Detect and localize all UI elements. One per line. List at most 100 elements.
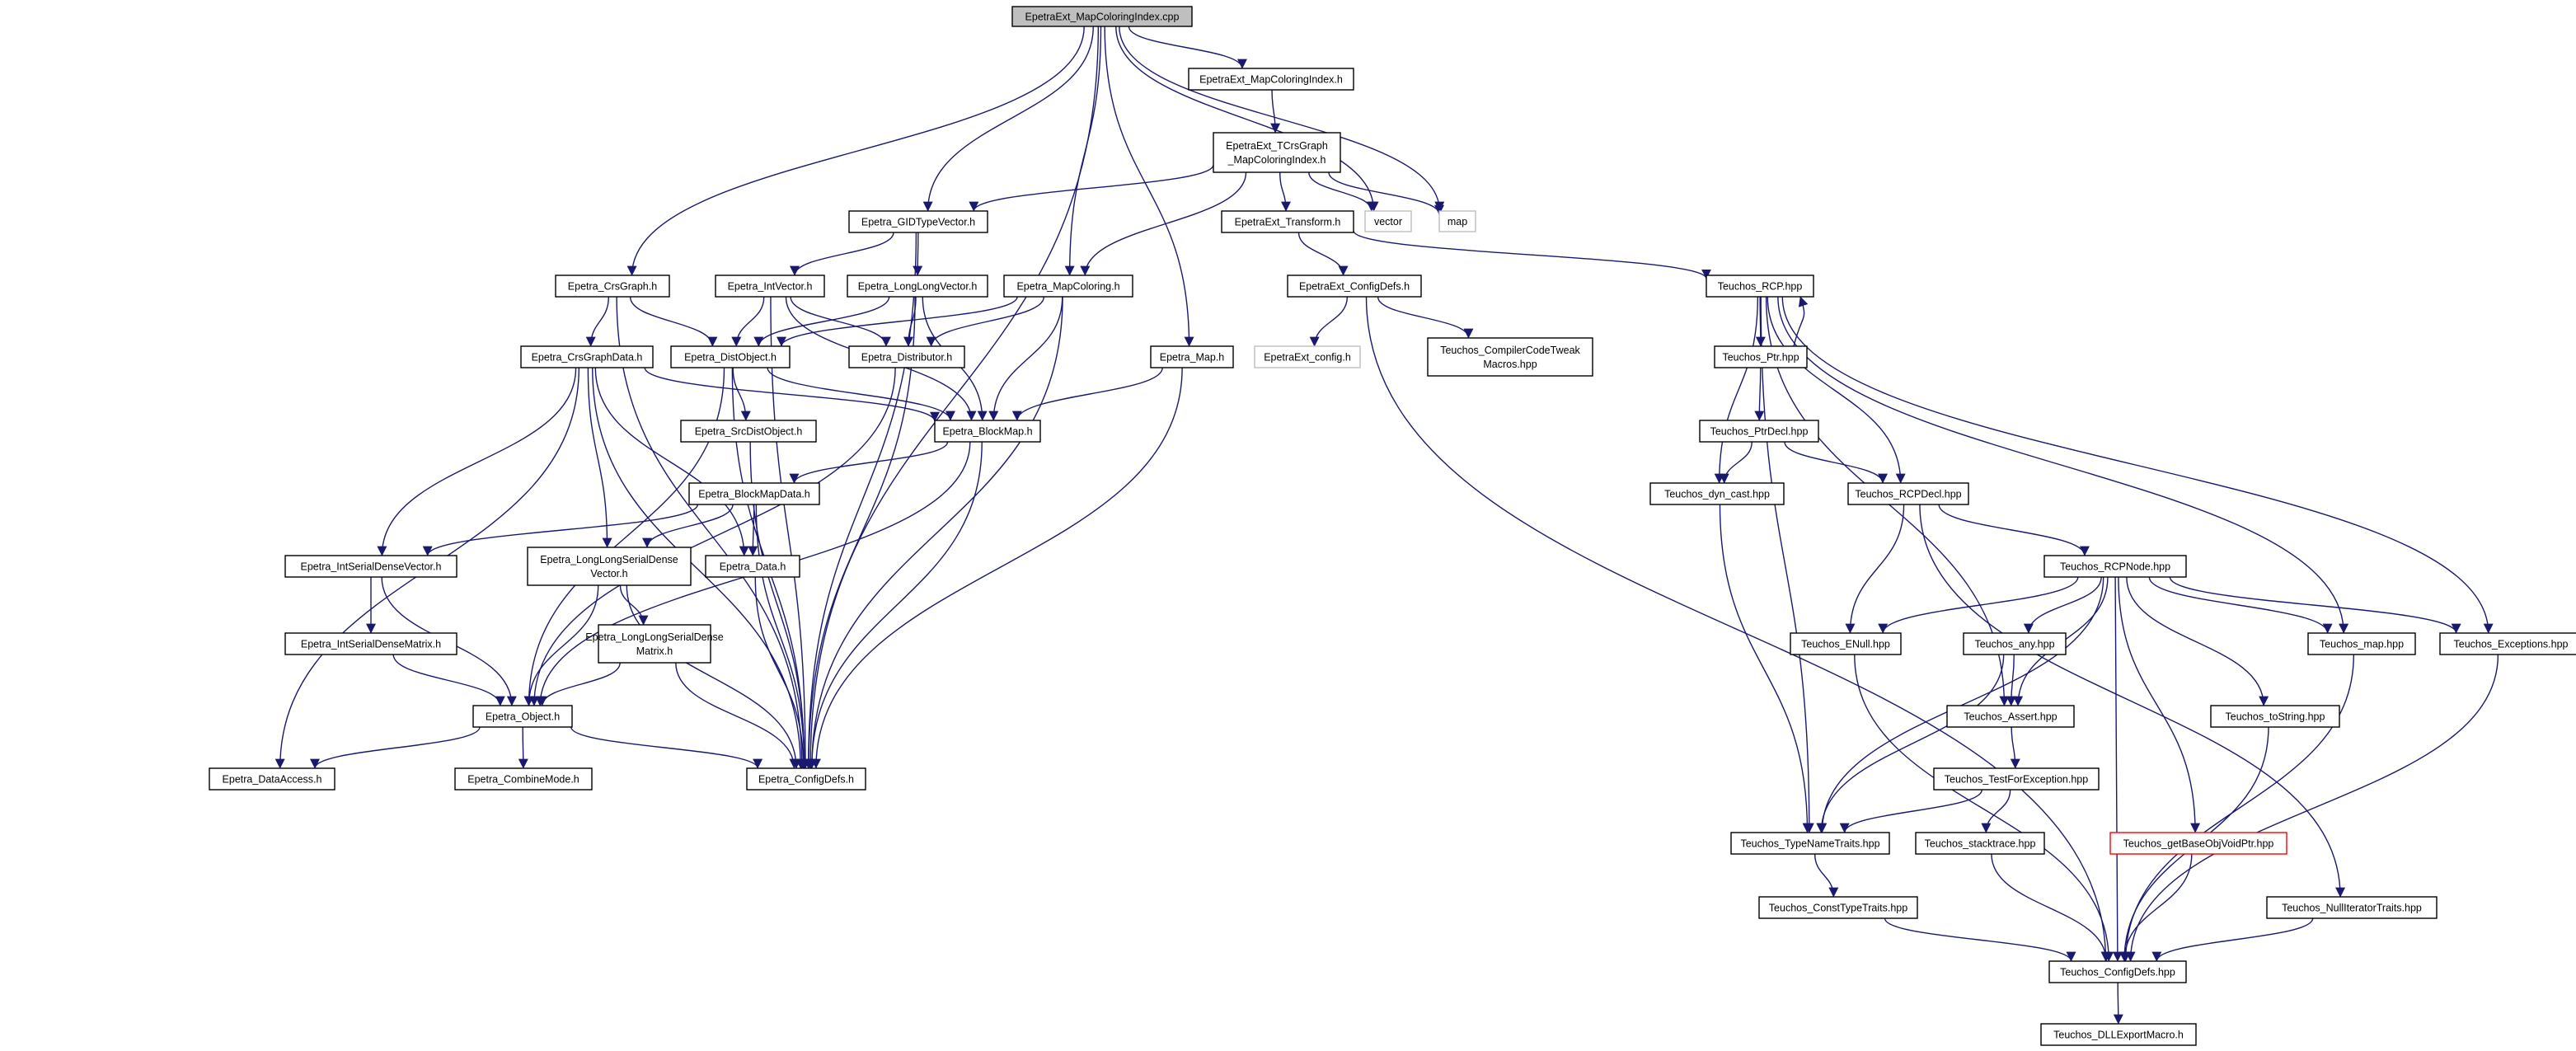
edge-blockmapdata-to-intserialdensevector — [422, 504, 699, 556]
node-teuchos_consttypetraits[interactable]: Teuchos_ConstTypeTraits.hpp — [1758, 896, 1918, 919]
node-label: Vector.h — [590, 568, 627, 579]
node-teuchos_any[interactable]: Teuchos_any.hpp — [1963, 632, 2067, 655]
node-dataaccess[interactable]: Epetra_DataAccess.h — [209, 767, 335, 791]
node-distributor[interactable]: Epetra_Distributor.h — [848, 345, 965, 368]
edge-llvector-to-epetra_configdefs — [803, 296, 916, 769]
node-teuchos_rcp[interactable]: Teuchos_RCP.hpp — [1706, 274, 1814, 298]
node-box — [1963, 632, 2067, 655]
node-box — [934, 420, 1041, 443]
node-epetra_data[interactable]: Epetra_Data.h — [705, 555, 800, 578]
edge-teuchos_assert-to-teuchos_testforexception — [2010, 726, 2020, 769]
edge-teuchos_ptrdecl-to-teuchos_dyncast — [1719, 441, 1753, 484]
edge-teuchos_ptr-to-teuchos_rcp — [1793, 296, 1809, 347]
node-crsgraph[interactable]: Epetra_CrsGraph.h — [555, 274, 670, 298]
node-label: EpetraExt_MapColoringIndex.h — [1199, 74, 1343, 86]
node-box — [1933, 767, 2100, 791]
node-intserialdensematrix[interactable]: Epetra_IntSerialDenseMatrix.h — [284, 632, 457, 655]
edge-teuchos_rcpdecl-to-teuchos_rcpnode — [1938, 504, 2090, 556]
edge-crsgraph-to-crsgraphdata — [585, 296, 610, 347]
edge-eext_transform-to-teuchos_rcp — [1353, 230, 1711, 279]
node-combinemode[interactable]: Epetra_CombineMode.h — [454, 767, 593, 791]
node-crsgraphdata[interactable]: Epetra_CrsGraphData.h — [520, 345, 654, 368]
node-label: EpetraExt_config.h — [1264, 352, 1351, 364]
node-box — [598, 624, 711, 664]
node-box — [680, 420, 817, 443]
node-label: Teuchos_RCPDecl.hpp — [1855, 489, 1961, 500]
node-teuchos_typenametraits[interactable]: Teuchos_TypeNameTraits.hpp — [1730, 832, 1890, 855]
node-distobject[interactable]: Epetra_DistObject.h — [670, 345, 791, 368]
edge-teuchos_testforexception-to-teuchos_typenametraits — [1839, 789, 1983, 833]
node-teuchos_ptrdecl[interactable]: Teuchos_PtrDecl.hpp — [1699, 420, 1819, 443]
node-gidtv[interactable]: Epetra_GIDTypeVector.h — [848, 210, 988, 233]
node-mapcoloring[interactable]: Epetra_MapColoring.h — [1003, 274, 1133, 298]
node-teuchos_exceptions[interactable]: Teuchos_Exceptions.hpp — [2439, 632, 2576, 655]
edge-teuchos_enull-to-teuchos_configdefs — [1854, 654, 2114, 962]
node-srcdistobject[interactable]: Epetra_SrcDistObject.h — [680, 420, 817, 443]
node-teuchos_getbaseobjvoidptr[interactable]: Teuchos_getBaseObjVoidPtr.hpp — [2109, 832, 2287, 855]
node-label: Teuchos_stacktrace.hpp — [1925, 838, 2036, 850]
node-teuchos_dllexportmacro[interactable]: Teuchos_DLLExportMacro.h — [2040, 1023, 2197, 1046]
node-box — [2040, 1023, 2197, 1046]
node-epetra_map[interactable]: Epetra_Map.h — [1150, 345, 1234, 368]
node-label: Teuchos_ConstTypeTraits.hpp — [1769, 903, 1907, 914]
node-intserialdensevector[interactable]: Epetra_IntSerialDenseVector.h — [284, 555, 457, 578]
node-box — [1706, 274, 1814, 298]
node-label: Teuchos_NullIteratorTraits.hpp — [2282, 903, 2422, 914]
node-teuchos_rcpdecl[interactable]: Teuchos_RCPDecl.hpp — [1847, 482, 1969, 505]
edge-teuchos_consttypetraits-to-teuchos_configdefs — [1884, 917, 2076, 962]
edge-mapcoloring-to-distobject — [777, 296, 1018, 347]
node-eext_configdefs[interactable]: EpetraExt_ConfigDefs.h — [1287, 274, 1422, 298]
node-teuchos_enull[interactable]: Teuchos_ENull.hpp — [1790, 632, 1902, 655]
node-teuchos_ptr[interactable]: Teuchos_Ptr.hpp — [1714, 345, 1808, 368]
edge-llsdvector-to-epetra_object — [523, 584, 599, 706]
node-teuchos_configdefs[interactable]: Teuchos_ConfigDefs.hpp — [2048, 960, 2187, 983]
node-blockmap[interactable]: Epetra_BlockMap.h — [934, 420, 1041, 443]
node-label: Teuchos_getBaseObjVoidPtr.hpp — [2123, 838, 2274, 850]
node-blockmapdata[interactable]: Epetra_BlockMapData.h — [688, 482, 820, 505]
edge-epetra_map-to-blockmap — [1011, 367, 1163, 421]
node-eext_transform[interactable]: EpetraExt_Transform.h — [1221, 210, 1354, 233]
edge-teuchos_stacktrace-to-teuchos_configdefs — [1991, 853, 2112, 962]
node-teuchos_dyncast[interactable]: Teuchos_dyn_cast.hpp — [1649, 482, 1785, 505]
edge-teuchos_rcpdecl-to-teuchos_enull — [1845, 504, 1905, 634]
node-llvector[interactable]: Epetra_LongLongVector.h — [847, 274, 988, 298]
node-label: Epetra_Data.h — [720, 561, 786, 573]
node-eext_mci_h[interactable]: EpetraExt_MapColoringIndex.h — [1188, 68, 1354, 91]
node-label: Teuchos_RCPNode.hpp — [2060, 561, 2170, 573]
node-box — [2439, 632, 2576, 655]
node-intvector[interactable]: Epetra_IntVector.h — [715, 274, 825, 298]
edge-teuchos_rcp-to-teuchos_dyncast — [1714, 296, 1759, 484]
node-box — [1714, 345, 1808, 368]
edge-teuchos_getbaseobjvoidptr-to-teuchos_configdefs — [2119, 853, 2193, 962]
node-teuchos_map[interactable]: Teuchos_map.hpp — [2307, 632, 2416, 655]
node-teuchos_stacktrace[interactable]: Teuchos_stacktrace.hpp — [1915, 832, 2045, 855]
node-teuchos_nulliteratortraits[interactable]: Teuchos_NullIteratorTraits.hpp — [2266, 896, 2438, 919]
node-label: Teuchos_CompilerCodeTweak — [1440, 345, 1580, 356]
node-label: Epetra_CrsGraph.h — [568, 281, 657, 293]
node-label: Epetra_LongLongVector.h — [858, 281, 978, 293]
node-label: Epetra_DistObject.h — [684, 352, 777, 364]
node-box — [715, 274, 825, 298]
edge-teuchos_rcp-to-teuchos_map — [1777, 296, 2349, 634]
edge-teuchos_rcpnode-to-teuchos_tostring — [2126, 576, 2269, 706]
node-teuchos_tostring[interactable]: Teuchos_toString.hpp — [2210, 705, 2340, 728]
node-box — [472, 705, 573, 728]
node-teuchos_assert[interactable]: Teuchos_Assert.hpp — [1946, 705, 2075, 728]
node-label: Epetra_Map.h — [1160, 352, 1225, 364]
node-label: Epetra_Distributor.h — [861, 352, 953, 364]
node-teuchos_rcpnode[interactable]: Teuchos_RCPNode.hpp — [2043, 555, 2187, 578]
node-epetra_configdefs[interactable]: Epetra_ConfigDefs.h — [746, 767, 866, 791]
node-epetra_object[interactable]: Epetra_Object.h — [472, 705, 573, 728]
node-teuchos_testforexception[interactable]: Teuchos_TestForException.hpp — [1933, 767, 2100, 791]
edge-eext_tcrs-to-vector — [1308, 171, 1377, 212]
nodes-layer: EpetraExt_MapColoringIndex.cppEpetraExt_… — [209, 6, 2576, 1046]
edge-eext_mci_h-to-eext_tcrs — [1270, 89, 1281, 134]
node-eext_tcrs[interactable]: EpetraExt_TCrsGraph_MapColoringIndex.h — [1213, 132, 1341, 173]
node-box — [454, 767, 593, 791]
node-label: Epetra_Object.h — [486, 711, 560, 723]
node-label: Epetra_IntSerialDenseMatrix.h — [301, 639, 441, 650]
node-label: Teuchos_dyn_cast.hpp — [1664, 489, 1770, 500]
